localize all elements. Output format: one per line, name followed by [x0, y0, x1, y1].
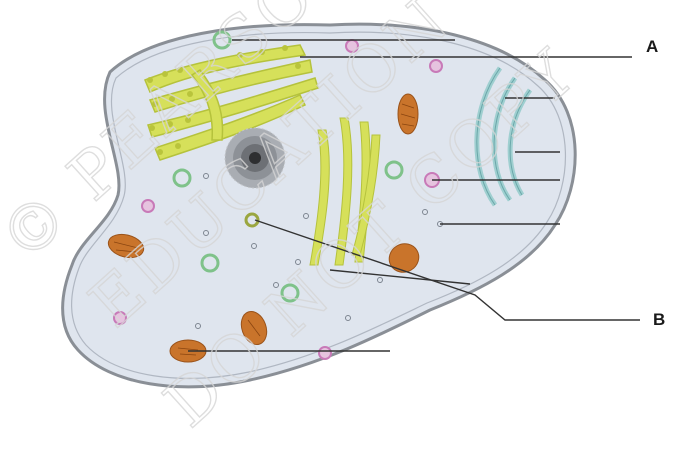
label-b: B — [653, 310, 665, 330]
label-a: A — [646, 37, 658, 57]
